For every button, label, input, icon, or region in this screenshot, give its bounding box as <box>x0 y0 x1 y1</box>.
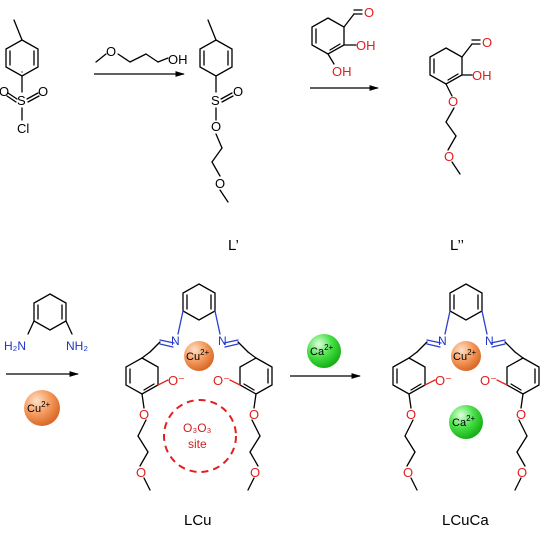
hydroxyl-label-4: OH <box>472 68 492 83</box>
ether-o-right-1b: O <box>250 465 260 480</box>
sulfur-label-2: S <box>211 93 220 108</box>
site-label-line1: O₃O₃ <box>183 421 212 435</box>
compound-label-LCu: LCu <box>184 512 212 529</box>
compound-label-L2: L’’ <box>450 237 464 254</box>
copper-ion-ball-3 <box>451 341 481 371</box>
ether-oxygen-3a: O <box>448 94 458 109</box>
copper-ion-label-2: Cu2+ <box>186 348 210 363</box>
ether-o-left-1a: O <box>139 407 149 422</box>
calcium-ion-label-1: Ca2+ <box>310 343 334 358</box>
phenylenediamine <box>27 293 73 335</box>
ether-o-left-2b: O <box>403 465 413 480</box>
aldehyde-product <box>429 39 481 175</box>
lcu-complex <box>125 283 273 491</box>
compound-label-L1: L’ <box>228 237 239 254</box>
ether-o-left-2a: O <box>406 407 416 422</box>
ether-o-right-2b: O <box>517 465 527 480</box>
aldehyde-oxygen-1: O <box>364 5 374 20</box>
methoxyethanol <box>95 53 169 63</box>
chlorine-label: Cl <box>17 121 29 136</box>
hydroxyl-label-2: OH <box>356 38 376 53</box>
hydroxyl-label-1: OH <box>168 52 188 67</box>
ether-o-left-1b: O <box>136 465 146 480</box>
copper-ion-label-3: Cu2+ <box>453 348 477 363</box>
imine-n-left-1: N <box>171 334 180 348</box>
oxygen-label-2a: O <box>233 84 243 99</box>
imine-n-right-2: N <box>485 334 494 348</box>
oxygen-label-1b: O <box>38 84 48 99</box>
ether-o-right-1a: O <box>249 407 259 422</box>
lcuca-complex <box>392 283 540 491</box>
copper-ion-ball-2 <box>184 341 214 371</box>
calcium-ion-ball-2 <box>449 405 483 439</box>
imine-n-right-1: N <box>218 334 227 348</box>
oxygen-label-2b: O <box>211 119 221 134</box>
oxygen-label-2c: O <box>215 176 225 191</box>
amine-label-right: NH₂ <box>66 339 88 353</box>
oxygen-label-1a: O <box>0 84 9 99</box>
oxygen-label-meoh: O <box>106 44 116 59</box>
sulfur-label-1: S <box>17 93 26 108</box>
dihydroxybenzaldehyde <box>311 9 363 65</box>
calcium-ion-label-2: Ca2+ <box>452 414 476 429</box>
copper-ion-ball-1 <box>24 390 60 426</box>
amine-label-left: H₂N <box>4 339 26 353</box>
o3o3-site-circle <box>163 399 237 473</box>
ether-o-right-2a: O <box>516 407 526 422</box>
copper-ion-label-1: Cu2+ <box>27 400 51 415</box>
imine-n-left-2: N <box>438 334 447 348</box>
tosyl-chloride <box>5 19 40 121</box>
hydroxyl-label-3: OH <box>332 64 352 79</box>
phenoxide-right-1: O⁻ <box>213 373 230 388</box>
site-label-line2: site <box>188 437 207 451</box>
tosylate-product <box>199 19 234 203</box>
ether-oxygen-3b: O <box>444 149 454 164</box>
phenoxide-left-2: O⁻ <box>435 373 452 388</box>
calcium-ion-ball-1 <box>307 334 341 368</box>
aldehyde-oxygen-2: O <box>482 35 492 50</box>
phenoxide-right-2: O⁻ <box>480 373 497 388</box>
phenoxide-left-1: O⁻ <box>168 373 185 388</box>
compound-label-LCuCa: LCuCa <box>442 512 489 529</box>
